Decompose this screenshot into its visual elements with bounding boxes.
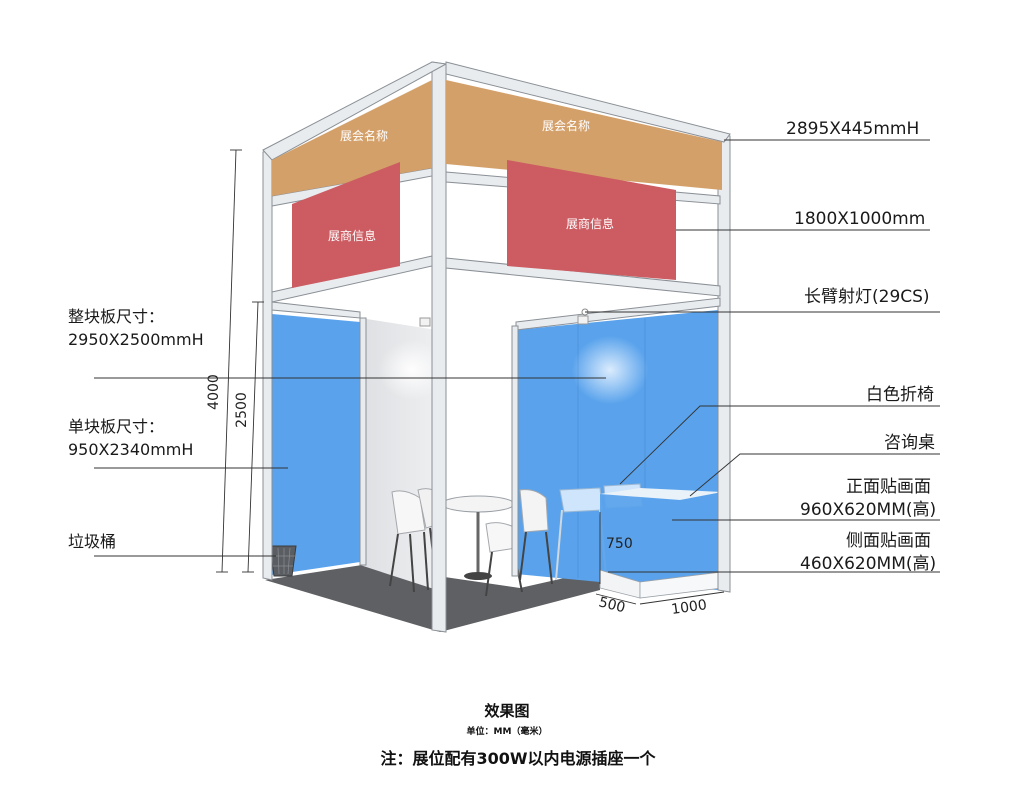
info-panel-right-label: 展商信息 [566,216,614,231]
spotlight-glow-left [378,340,446,400]
spotlight-icon [419,308,589,327]
height-label-4000: 4000 [206,374,222,410]
fascia-right-label: 展会名称 [542,118,590,133]
desk-depth-label: 500 [597,594,627,616]
callout-whole-panel-title: 整块板尺寸： [68,307,164,326]
callout-info-size: 1800X1000mm [794,209,925,229]
callout-single-panel-title: 单块板尺寸： [68,417,164,436]
desk-width-label: 1000 [670,597,708,618]
leader-desk [689,453,940,497]
callout-trash-bin: 垃圾桶 [68,532,116,551]
height-dimension-2500 [242,301,264,573]
caption-note: 注：展位配有300W以内电源插座一个 [380,749,656,768]
desk-width-dimension [639,591,725,605]
callout-side-graphic-title: 侧面贴画面 [846,531,931,551]
caption-title: 效果图 [484,702,529,720]
reception-desk [599,488,723,599]
desk-depth-dimension [595,593,637,605]
caption-unit: 单位：MM（毫米） [467,725,548,737]
desk-height-label: 750 [606,536,633,552]
callout-chair: 白色折椅 [866,385,934,405]
info-panel-left [292,162,400,288]
callout-front-graphic-size: 960X620MM(高) [800,500,936,520]
callout-desk: 咨询桌 [884,433,935,453]
leader-chair [619,405,940,485]
fascia-left-label: 展会名称 [340,128,388,143]
callout-spotlight: 长臂射灯(29CS) [804,287,930,307]
height-label-2500: 2500 [234,392,250,428]
info-panel-left-label: 展商信息 [328,228,376,243]
spotlight-glow-right [572,336,648,404]
callout-single-panel-size: 950X2340mmH [68,440,193,459]
callout-side-graphic-size: 460X620MM(高) [800,554,936,574]
left-wall-panel [272,314,360,575]
callout-front-graphic-title: 正面贴画面 [846,477,931,497]
callout-whole-panel-size: 2950X2500mmH [68,330,204,349]
info-panel-right [507,160,676,280]
height-dimension-4000 [216,149,242,573]
callout-fascia-size: 2895X445mmH [786,119,919,139]
trash-bin [269,545,297,577]
